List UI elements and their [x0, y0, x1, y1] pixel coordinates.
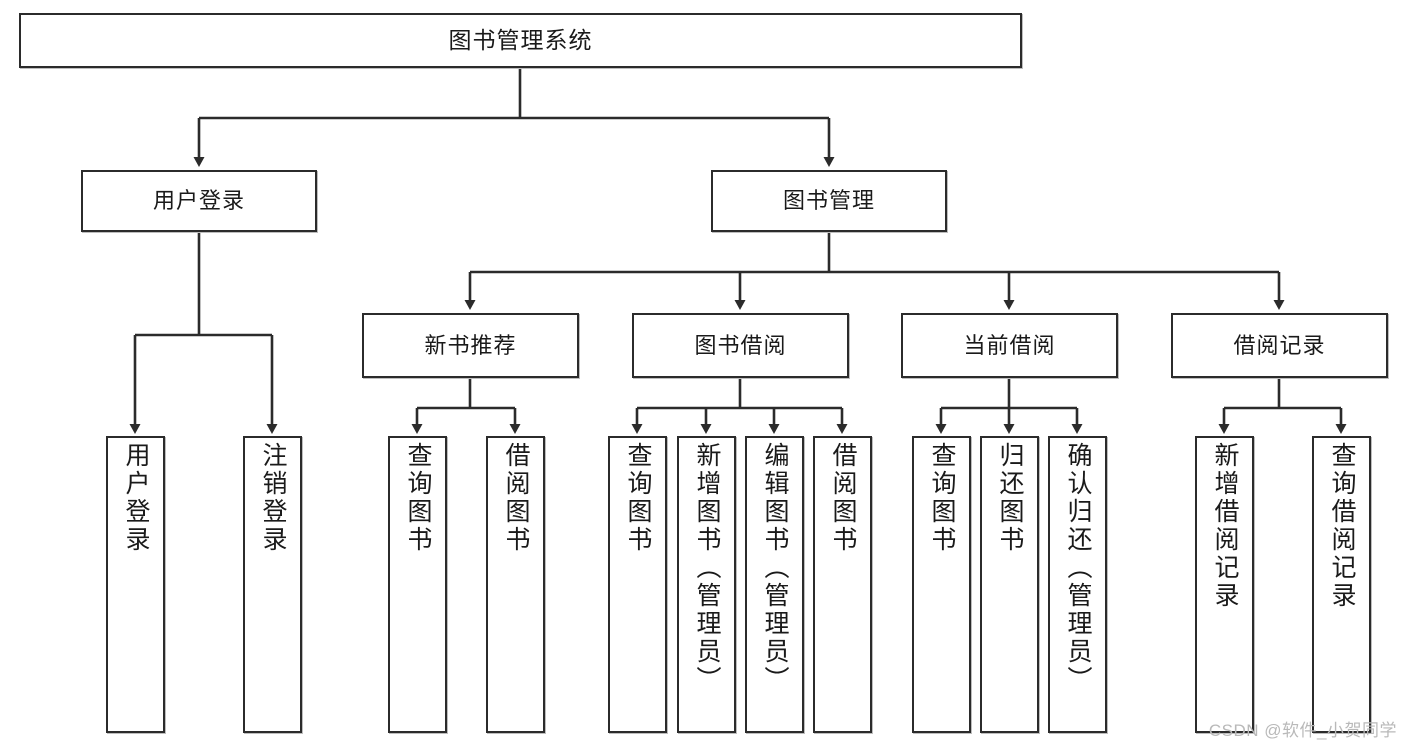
leaf-book-borrow-borrow[interactable]: 借阅图书: [813, 436, 872, 733]
node-label: 图书管理: [782, 188, 875, 214]
leaf-book-borrow-query[interactable]: 查询图书: [608, 436, 667, 733]
node-label: 注销登录: [259, 442, 287, 554]
node-label: 新增借阅记录: [1211, 442, 1239, 610]
node-label: 用户登录: [122, 442, 150, 554]
node-label: 确认归还（管理员）: [1064, 442, 1092, 694]
node-label: 查询图书: [928, 442, 956, 554]
node-label: 当前借阅: [963, 332, 1056, 358]
leaf-user-login-logout[interactable]: 注销登录: [243, 436, 302, 733]
node-book-borrow[interactable]: 图书借阅: [632, 313, 849, 378]
leaf-user-login-login[interactable]: 用户登录: [106, 436, 165, 733]
node-label: 图书管理系统: [448, 26, 593, 53]
node-user-login[interactable]: 用户登录: [81, 170, 317, 232]
node-label: 查询图书: [404, 442, 432, 554]
node-borrow-record[interactable]: 借阅记录: [1171, 313, 1388, 378]
node-root-system[interactable]: 图书管理系统: [19, 13, 1022, 68]
leaf-book-borrow-add[interactable]: 新增图书（管理员）: [677, 436, 736, 733]
leaf-current-borrow-return[interactable]: 归还图书: [980, 436, 1039, 733]
leaf-current-borrow-confirm-return[interactable]: 确认归还（管理员）: [1048, 436, 1107, 733]
node-label: 查询借阅记录: [1328, 442, 1356, 610]
node-current-borrow[interactable]: 当前借阅: [901, 313, 1118, 378]
node-label: 归还图书: [996, 442, 1024, 554]
node-book-management[interactable]: 图书管理: [711, 170, 947, 232]
node-label: 用户登录: [152, 188, 245, 214]
watermark: CSDN @软件_小贺同学: [1208, 721, 1397, 740]
node-new-book-recommend[interactable]: 新书推荐: [362, 313, 579, 378]
leaf-current-borrow-query[interactable]: 查询图书: [912, 436, 971, 733]
node-label: 图书借阅: [694, 332, 787, 358]
leaf-borrow-record-add[interactable]: 新增借阅记录: [1195, 436, 1254, 733]
leaf-new-book-query[interactable]: 查询图书: [388, 436, 447, 733]
node-label: 借阅图书: [829, 442, 857, 554]
node-label: 借阅图书: [502, 442, 530, 554]
node-label: 借阅记录: [1233, 332, 1326, 358]
leaf-new-book-borrow[interactable]: 借阅图书: [486, 436, 545, 733]
node-label: 新增图书（管理员）: [693, 442, 721, 694]
leaf-borrow-record-query[interactable]: 查询借阅记录: [1312, 436, 1371, 733]
node-label: 编辑图书（管理员）: [761, 442, 789, 694]
leaf-book-borrow-edit[interactable]: 编辑图书（管理员）: [745, 436, 804, 733]
node-label: 新书推荐: [424, 332, 517, 358]
node-label: 查询图书: [624, 442, 652, 554]
